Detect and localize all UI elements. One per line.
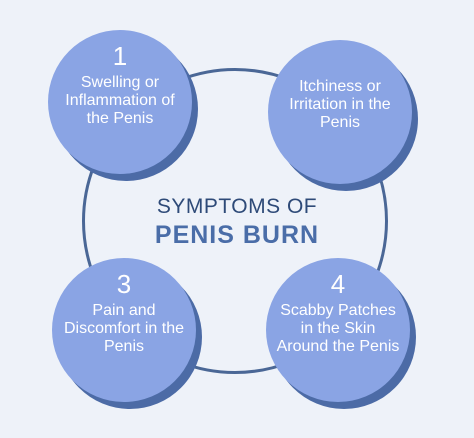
diagram-title: SYMPTOMS OF PENIS BURN xyxy=(120,194,354,250)
symptom-label-1: Swelling or Inflammation of the Penis xyxy=(65,74,175,127)
symptom-label-2: Itchiness or Irritation in the Penis xyxy=(289,78,391,131)
symptom-number-3: 3 xyxy=(116,269,132,299)
symptom-node-4: 4 Scabby Patches in the Skin Around the … xyxy=(266,258,410,402)
title-line-2: PENIS BURN xyxy=(154,221,320,249)
symptom-node-3: 3 Pain and Discomfort in the Penis xyxy=(52,258,196,402)
symptom-number-4: 4 xyxy=(330,269,346,299)
symptom-number-1: 1 xyxy=(112,41,128,71)
title-line-1: SYMPTOMS OF xyxy=(156,195,318,218)
symptom-node-2: Itchiness or Irritation in the Penis xyxy=(268,40,412,184)
symptom-node-1: 1 Swelling or Inflammation of the Penis xyxy=(48,30,192,174)
connector-ring xyxy=(82,68,388,374)
symptom-label-3: Pain and Discomfort in the Penis xyxy=(63,302,185,355)
symptom-label-4: Scabby Patches in the Skin Around the Pe… xyxy=(276,302,400,355)
